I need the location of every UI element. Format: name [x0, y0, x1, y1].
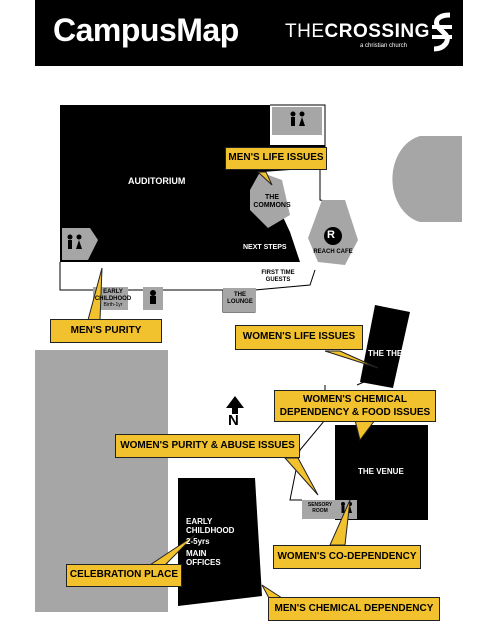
crossing-logo-icon [432, 12, 452, 52]
womens-chemical-line2: DEPENDENCY & FOOD ISSUES [279, 407, 431, 418]
early-childhood-top-room [93, 287, 128, 310]
north-label: N [228, 412, 239, 429]
lounge-room [223, 288, 256, 312]
cafe-logo-icon [324, 227, 342, 245]
theater-label: THE THEATER [368, 349, 424, 358]
brand-name-light: THE [285, 21, 325, 42]
lounge-label: THE LOUNGE [227, 292, 253, 305]
commons-label: THE COMMONS [253, 194, 291, 209]
map-header: CampusMap THECROSSING a christian church [35, 0, 463, 66]
next-steps-label: NEXT STEPS [243, 244, 287, 251]
early-childhood-bottom-label: EARLY CHILDHOOD [186, 517, 235, 535]
womens-purity-callout: WOMEN'S PURITY & ABUSE ISSUES [115, 434, 300, 458]
mens-purity-callout: MEN'S PURITY [50, 319, 162, 343]
brand-name: THECROSSING [285, 21, 430, 43]
mens-chemical-callout: MEN'S CHEMICAL DEPENDENCY [268, 597, 440, 621]
auditorium-label: AUDITORIUM [128, 176, 186, 186]
cafe-logo-letter: R [327, 229, 335, 241]
womens-life-issues-callout: WOMEN'S LIFE ISSUES [235, 325, 363, 350]
main-offices-label: MAIN OFFICES [186, 549, 221, 567]
brand-tagline: a christian church [360, 43, 408, 49]
theater-building [360, 305, 410, 388]
early-childhood-top-label: EARLY CHILDHOOD [94, 289, 132, 302]
womens-chemical-callout: WOMEN'S CHEMICAL DEPENDENCY & FOOD ISSUE… [274, 390, 436, 422]
early-childhood-bottom-ages: 2-5yrs [186, 537, 210, 546]
venue-label: THE VENUE [358, 467, 404, 476]
brand-name-bold: CROSSING [324, 21, 430, 42]
early-childhood-top-ages: Birth-1yr [103, 302, 123, 308]
sensory-room-label: SENSORY ROOM [307, 502, 333, 514]
north-arrow-icon [226, 396, 244, 414]
offices-building [178, 478, 262, 606]
mens-life-issues-callout: MEN'S LIFE ISSUES [225, 147, 327, 170]
restroom-block-top [272, 107, 322, 135]
restroom-icon [67, 234, 82, 249]
womens-chemical-line1: WOMEN'S CHEMICAL [302, 394, 408, 405]
sensory-room [302, 500, 337, 519]
auditorium-building [60, 105, 325, 262]
commons-room [250, 172, 290, 228]
restroom-icon [290, 111, 305, 126]
family-restroom-icon [150, 290, 156, 304]
page-title: CampusMap [53, 12, 239, 48]
reach-cafe-label: REACH CAFE [313, 249, 353, 255]
womens-codependency-callout: WOMEN'S CO-DEPENDENCY [273, 545, 421, 569]
celebration-place-callout: CELEBRATION PLACE [66, 564, 182, 587]
adjacent-building-gray [392, 136, 462, 222]
first-time-guests-label: FIRST TIME GUESTS [261, 270, 295, 283]
